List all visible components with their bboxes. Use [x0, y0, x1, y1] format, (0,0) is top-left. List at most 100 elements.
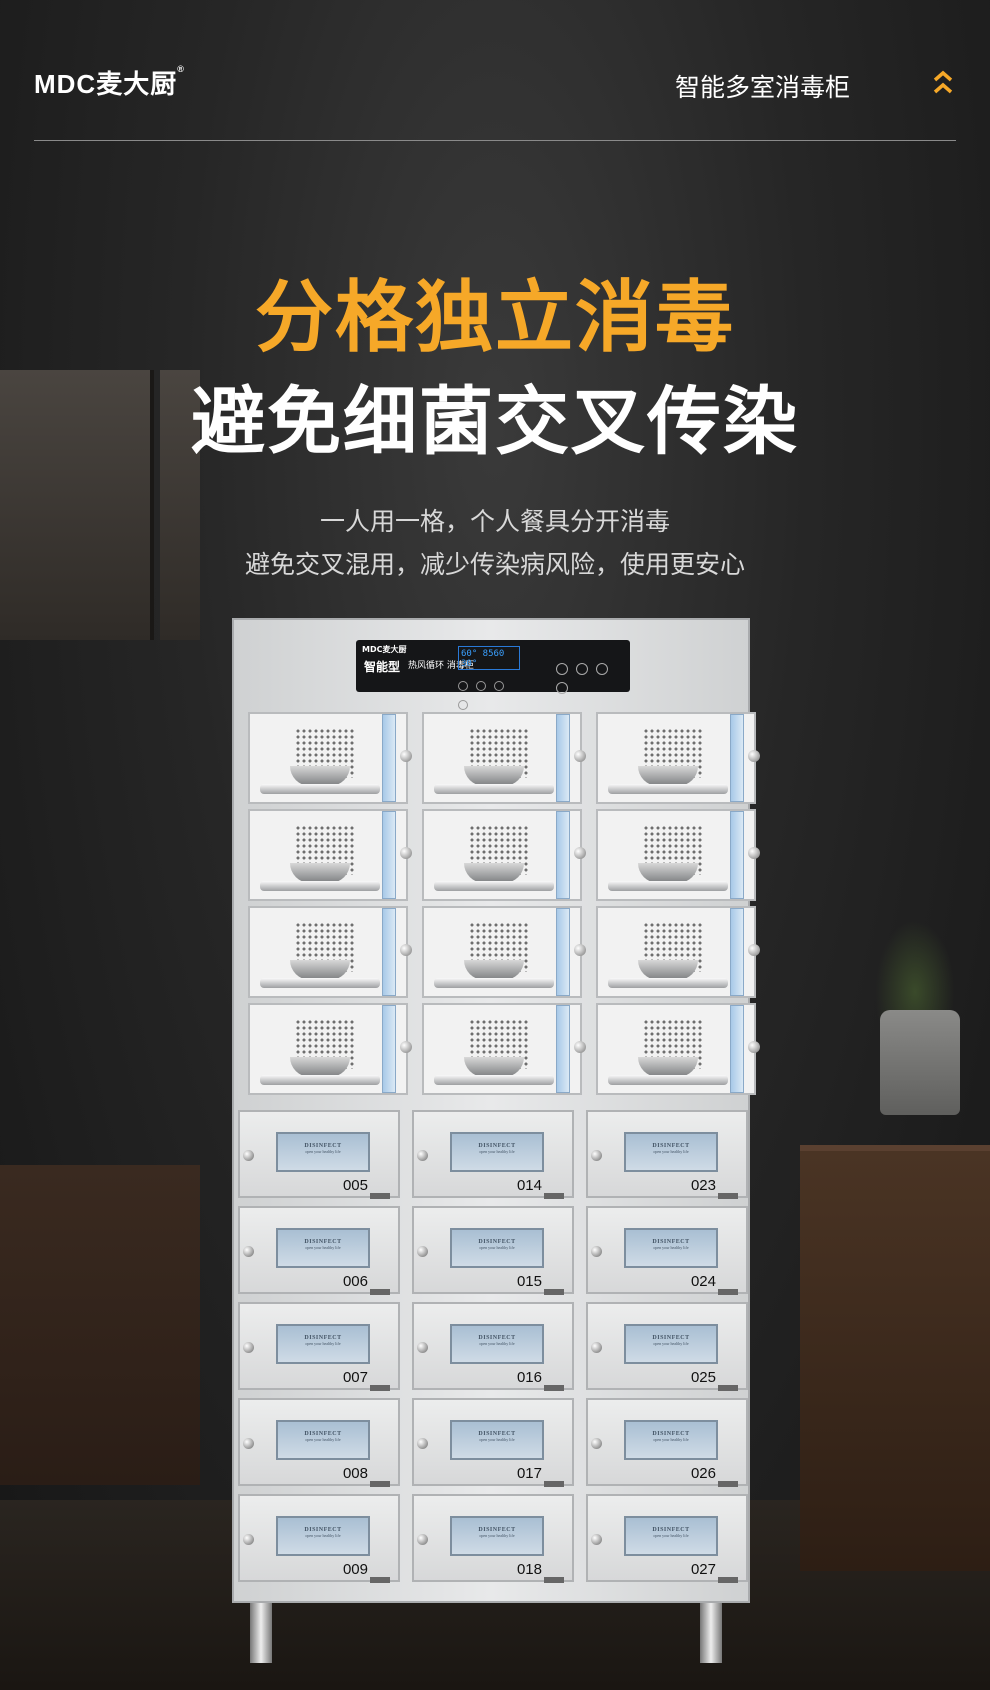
door-knob[interactable]: [574, 750, 586, 762]
locker-knob[interactable]: [417, 1342, 428, 1353]
door-knob[interactable]: [748, 1041, 760, 1053]
locker-knob[interactable]: [243, 1342, 254, 1353]
door-knob[interactable]: [748, 847, 760, 859]
locker-knob[interactable]: [417, 1150, 428, 1161]
tray: [434, 978, 554, 988]
door-knob[interactable]: [400, 847, 412, 859]
locker-number: 025: [690, 1369, 716, 1386]
locker-window-sub: open your healthy life: [653, 1245, 689, 1250]
tray: [260, 881, 380, 891]
locker-knob[interactable]: [243, 1534, 254, 1545]
glass-door[interactable]: [730, 1005, 744, 1093]
locker-window-sub: open your healthy life: [653, 1437, 689, 1442]
open-compartment: [248, 906, 408, 998]
locker-number: 007: [342, 1369, 368, 1386]
locker-window-title: DISINFECT: [478, 1239, 516, 1245]
bowl: [638, 766, 698, 786]
panel-name: 智能型: [364, 660, 401, 674]
door-knob[interactable]: [400, 1041, 412, 1053]
lock-latch: [544, 1385, 564, 1391]
lock-latch: [370, 1577, 390, 1583]
panel-buttons: [458, 676, 528, 710]
glass-door[interactable]: [382, 908, 396, 996]
open-compartment: [422, 906, 582, 998]
lock-latch: [370, 1481, 390, 1487]
lock-latch: [718, 1193, 738, 1199]
open-compartment: [596, 809, 756, 901]
locker-knob[interactable]: [591, 1246, 602, 1257]
glass-door[interactable]: [382, 714, 396, 802]
glass-door[interactable]: [730, 811, 744, 899]
open-compartment: [248, 809, 408, 901]
open-compartment: [596, 1003, 756, 1095]
open-compartments: [236, 712, 760, 1100]
locker-knob[interactable]: [417, 1534, 428, 1545]
glass-door[interactable]: [556, 908, 570, 996]
door-knob[interactable]: [574, 944, 586, 956]
glass-door[interactable]: [730, 714, 744, 802]
door-knob[interactable]: [574, 1041, 586, 1053]
glass-door[interactable]: [556, 714, 570, 802]
locker-window-sub: open your healthy life: [305, 1341, 341, 1346]
locker-knob[interactable]: [243, 1246, 254, 1257]
locker-number: 006: [342, 1273, 368, 1290]
glass-door[interactable]: [556, 811, 570, 899]
glass-door[interactable]: [382, 811, 396, 899]
locker-window-sub: open your healthy life: [653, 1533, 689, 1538]
locker-window-sub: open your healthy life: [305, 1149, 341, 1154]
glass-door[interactable]: [382, 1005, 396, 1093]
disinfection-cabinet: MDC麦大厨 智能型 热风循环 消毒柜 60° 8560 30° DISINFE…: [232, 618, 760, 1603]
locker-window-sub: open your healthy life: [479, 1533, 515, 1538]
locker-knob[interactable]: [591, 1342, 602, 1353]
tray: [434, 881, 554, 891]
locker-window-sub: open your healthy life: [305, 1533, 341, 1538]
tray: [608, 784, 728, 794]
locker-window-title: DISINFECT: [304, 1335, 342, 1341]
bowl: [638, 960, 698, 980]
open-compartment: [422, 1003, 582, 1095]
locker-knob[interactable]: [591, 1438, 602, 1449]
bowl: [464, 960, 524, 980]
cabinet-leg: [700, 1603, 722, 1663]
bowl: [638, 863, 698, 883]
bowl: [290, 1057, 350, 1077]
door-knob[interactable]: [748, 750, 760, 762]
locker-knob[interactable]: [591, 1150, 602, 1161]
door-knob[interactable]: [400, 750, 412, 762]
locker-knob[interactable]: [243, 1150, 254, 1161]
door-knob[interactable]: [748, 944, 760, 956]
door-knob[interactable]: [400, 944, 412, 956]
wall-picture-frame: [0, 370, 154, 640]
locker-knob[interactable]: [591, 1534, 602, 1545]
door-knob[interactable]: [574, 847, 586, 859]
glass-door[interactable]: [556, 1005, 570, 1093]
locker-window-title: DISINFECT: [652, 1431, 690, 1437]
lock-latch: [718, 1385, 738, 1391]
panel-brand: MDC麦大厨: [362, 645, 407, 654]
lock-latch: [718, 1289, 738, 1295]
locker-number: 008: [342, 1465, 368, 1482]
locker-knob[interactable]: [417, 1246, 428, 1257]
locker-knob[interactable]: [417, 1438, 428, 1449]
locker-knob[interactable]: [243, 1438, 254, 1449]
glass-door[interactable]: [730, 908, 744, 996]
